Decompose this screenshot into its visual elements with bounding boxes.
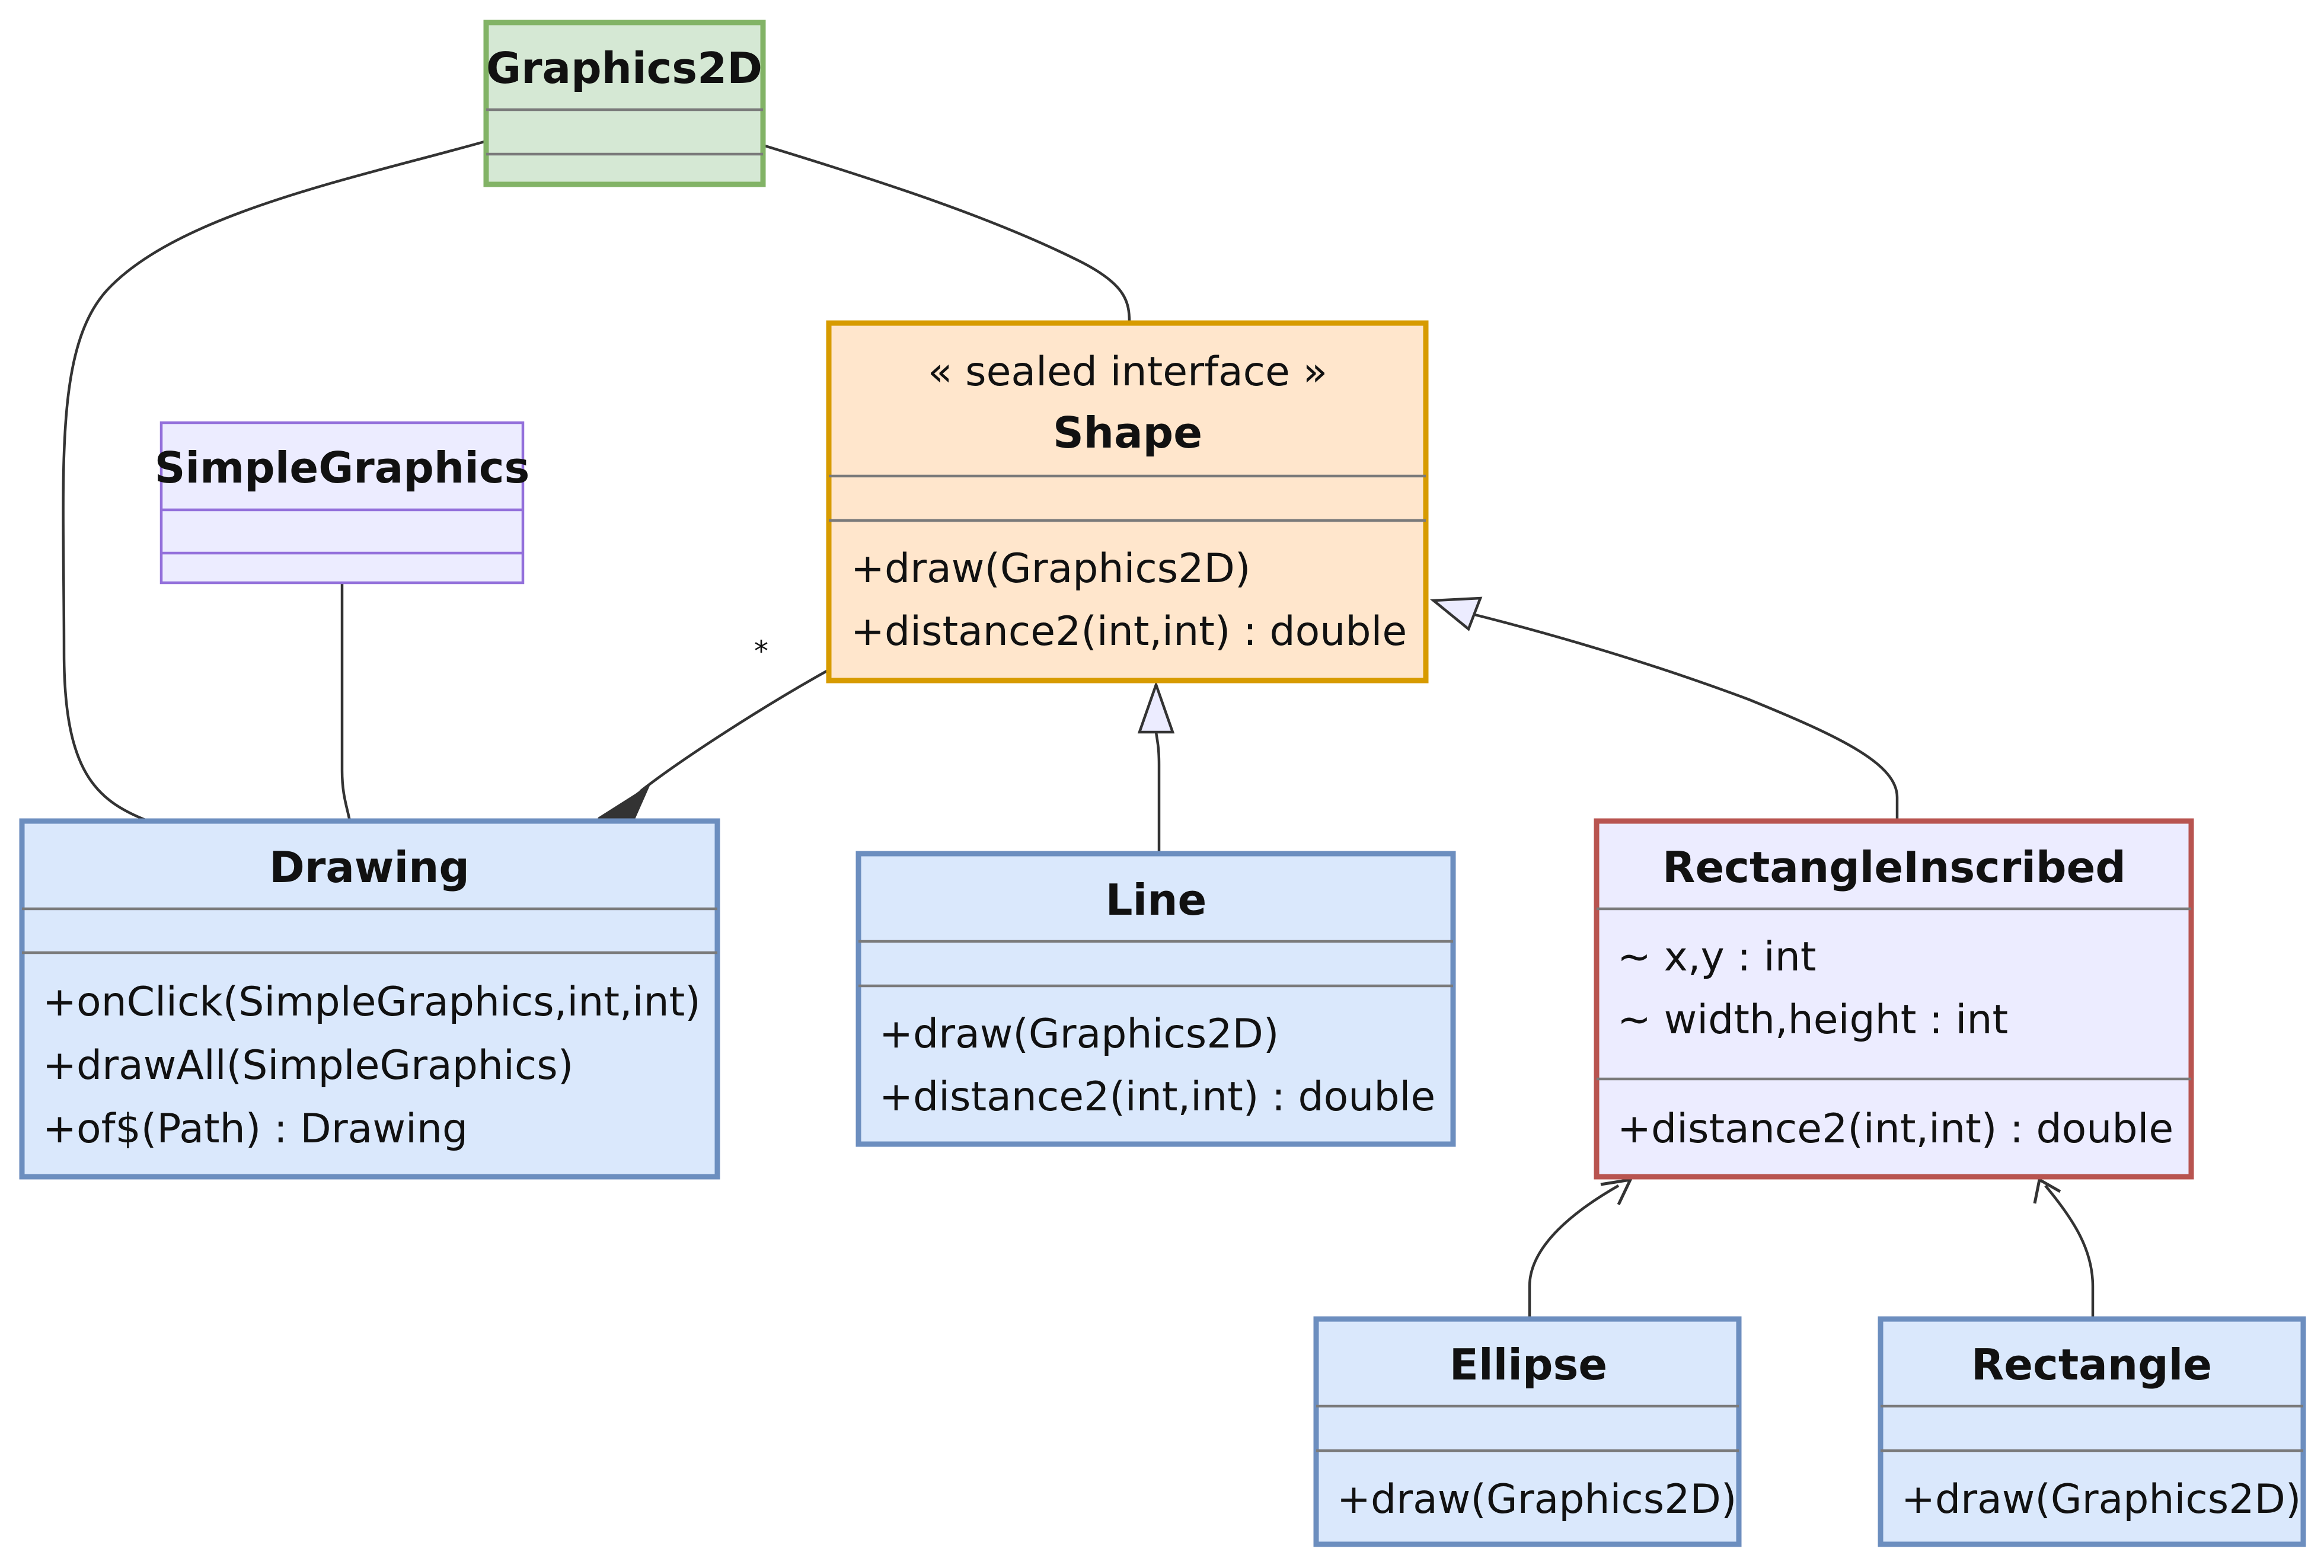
class-ellipse[interactable]: Ellipse +draw(Graphics2D) bbox=[1313, 1316, 1742, 1547]
class-rectangle[interactable]: Rectangle +draw(Graphics2D) bbox=[1878, 1316, 2306, 1547]
class-box bbox=[159, 421, 525, 585]
edges: * bbox=[62, 140, 2095, 1319]
method: +draw(Graphics2D) bbox=[879, 1011, 1279, 1058]
class-box bbox=[483, 20, 766, 187]
realization-arrow-rectangleinscribed bbox=[1430, 596, 1483, 631]
class-box bbox=[826, 320, 1429, 684]
method: +draw(Graphics2D) bbox=[1337, 1476, 1736, 1523]
attribute: ~ width,height : int bbox=[1617, 997, 2008, 1043]
method: +of$(Path) : Drawing bbox=[43, 1106, 468, 1152]
edge-shape-drawing bbox=[639, 669, 830, 793]
class-box bbox=[1313, 1316, 1742, 1547]
attribute: ~ x,y : int bbox=[1617, 934, 1816, 981]
edge-graphics2d-shape bbox=[762, 143, 1131, 324]
edge-ellipse-rectangleinscribed bbox=[1528, 1184, 1620, 1319]
method: +onClick(SimpleGraphics,int,int) bbox=[43, 979, 701, 1026]
class-box bbox=[855, 851, 1456, 1147]
class-name: RectangleInscribed bbox=[1662, 842, 2126, 892]
class-name: Shape bbox=[1053, 408, 1202, 458]
edge-line-shape bbox=[1154, 732, 1161, 854]
method: +distance2(int,int) : double bbox=[1617, 1106, 2173, 1152]
edge-simplegraphics-drawing bbox=[340, 583, 352, 822]
class-box bbox=[1878, 1316, 2306, 1547]
class-name: Line bbox=[1106, 875, 1207, 925]
method: +drawAll(SimpleGraphics) bbox=[43, 1042, 573, 1089]
class-box bbox=[19, 818, 720, 1180]
open-arrow-rectangle bbox=[2033, 1177, 2061, 1204]
open-arrow-ellipse bbox=[1600, 1177, 1633, 1206]
class-name: Graphics2D bbox=[486, 43, 762, 93]
class-line[interactable]: Line +draw(Graphics2D) +distance2(int,in… bbox=[855, 851, 1456, 1147]
edge-rectangle-rectangleinscribed bbox=[2044, 1184, 2095, 1319]
edge-rectangleinscribed-shape bbox=[1470, 612, 1899, 821]
class-name: SimpleGraphics bbox=[155, 443, 530, 493]
class-drawing[interactable]: Drawing +onClick(SimpleGraphics,int,int)… bbox=[19, 818, 720, 1180]
method: +draw(Graphics2D) bbox=[1901, 1476, 2301, 1523]
realization-arrow-line bbox=[1137, 681, 1175, 734]
class-graphics2d[interactable]: Graphics2D bbox=[483, 20, 766, 187]
class-box bbox=[1594, 818, 2194, 1180]
method: +distance2(int,int) : double bbox=[851, 608, 1407, 655]
method: +draw(Graphics2D) bbox=[851, 545, 1250, 592]
class-stereotype: « sealed interface » bbox=[928, 349, 1327, 395]
class-name: Rectangle bbox=[1971, 1340, 2212, 1390]
class-name: Drawing bbox=[269, 842, 470, 892]
edge-graphics2d-drawing bbox=[62, 140, 485, 823]
class-shape[interactable]: « sealed interface » Shape +draw(Graphic… bbox=[826, 320, 1429, 684]
class-simplegraphics[interactable]: SimpleGraphics bbox=[155, 421, 530, 585]
class-name: Ellipse bbox=[1450, 1340, 1607, 1390]
method: +distance2(int,int) : double bbox=[879, 1074, 1435, 1120]
multiplicity-label: * bbox=[754, 635, 768, 668]
class-rectangleinscribed[interactable]: RectangleInscribed ~ x,y : int ~ width,h… bbox=[1594, 818, 2194, 1180]
